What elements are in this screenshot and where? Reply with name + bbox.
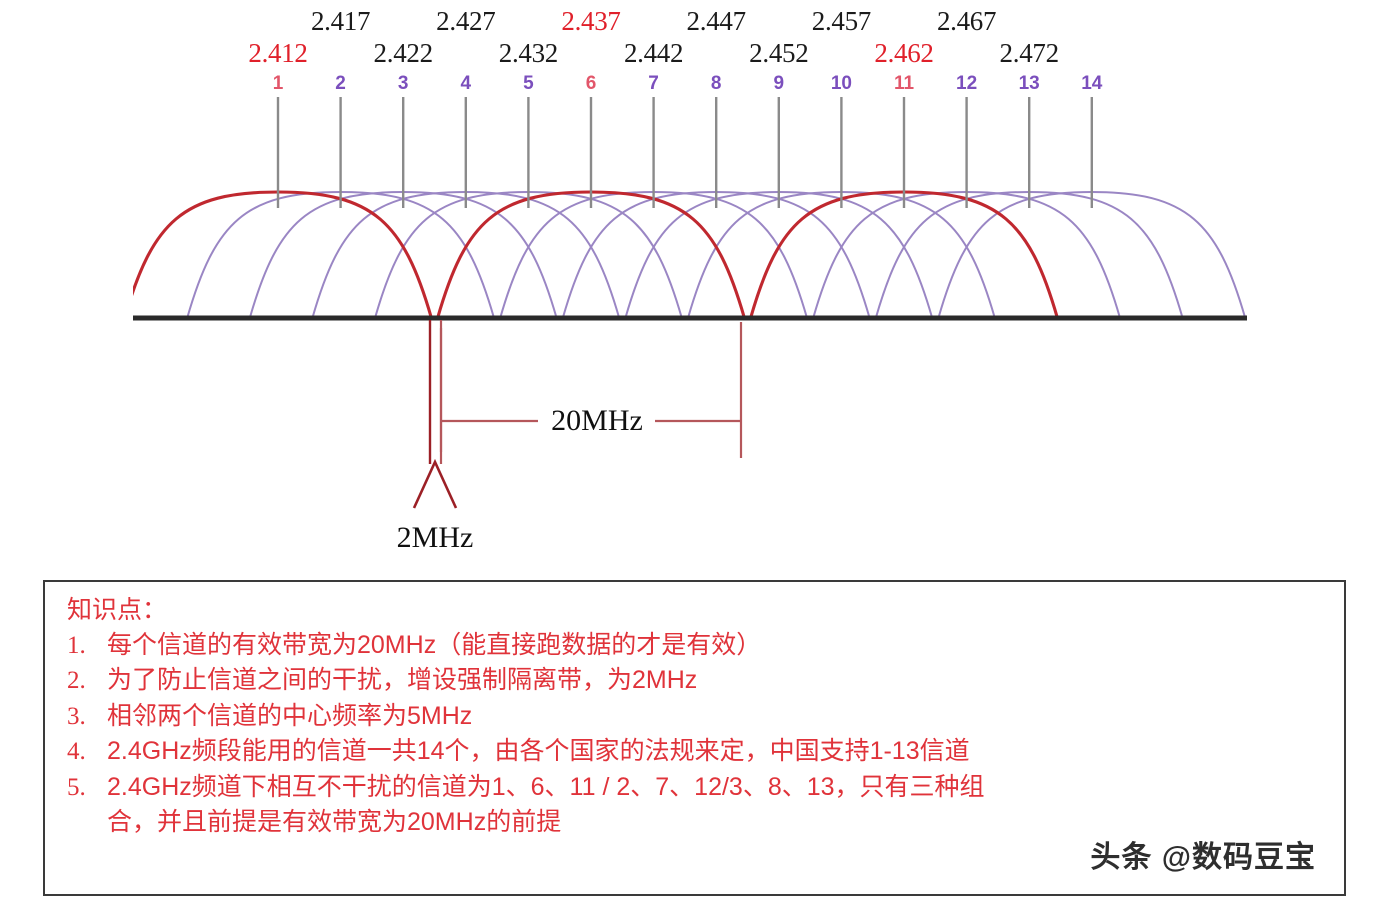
guard-band-label: 2MHz — [396, 521, 474, 554]
channel-number-7: 7 — [648, 73, 659, 94]
note-text: 每个信道的有效带宽为20MHz（能直接跑数据的才是有效） — [107, 628, 1334, 664]
note-number: 1. — [67, 631, 86, 659]
note-number: 3. — [67, 702, 86, 730]
channel-number-9: 9 — [773, 73, 785, 94]
note-text: 2.4GHz频道下相互不干扰的信道为1、6、11 / 2、7、12/3、8、13… — [107, 770, 1334, 841]
spectral-arc-ch6 — [436, 190, 746, 318]
channel-number-11: 11 — [893, 73, 915, 94]
spectral-arc-ch3 — [248, 190, 558, 318]
notes-list: 1. 每个信道的有效带宽为20MHz（能直接跑数据的才是有效） 2. 为了防止信道之间… — [67, 628, 1334, 841]
channel-number-2: 2 — [335, 73, 346, 94]
frequency-label-ch1: 2.412 — [248, 38, 308, 68]
channel-number-3: 3 — [397, 73, 409, 94]
note-text-line: 为了防止信道之间的干扰，增设强制隔离带，为2MHz — [107, 666, 698, 695]
note-number: 2. — [67, 667, 86, 695]
frequency-label-ch10: 2.457 — [811, 6, 872, 36]
note-item: 1. 每个信道的有效带宽为20MHz（能直接跑数据的才是有效） — [67, 628, 1334, 664]
channel-tick-marks — [276, 97, 1094, 208]
channel-number-8: 8 — [710, 73, 722, 94]
spectral-arc-ch10 — [687, 190, 996, 318]
frequency-label-ch2: 2.417 — [310, 6, 371, 36]
spectral-arc-ch11 — [749, 190, 1059, 318]
spectral-arc-ch8 — [561, 190, 871, 318]
frequency-label-ch11: 2.462 — [874, 38, 934, 68]
frequency-label-ch12: 2.467 — [936, 6, 997, 36]
channel-arcs-red — [133, 190, 1059, 318]
channel-number-13: 13 — [1018, 73, 1040, 94]
channel-number-4: 4 — [460, 73, 472, 94]
bandwidth-label: 20MHz — [551, 404, 643, 437]
guard-arrow-wedge — [412, 458, 458, 509]
channel-number-5: 5 — [523, 73, 534, 94]
notes-title: 知识点： — [67, 596, 168, 624]
frequency-label-ch7: 2.442 — [623, 38, 684, 68]
frequency-label-ch5: 2.432 — [498, 38, 559, 68]
note-item: 2. 为了防止信道之间的干扰，增设强制隔离带，为2MHz — [67, 663, 1334, 699]
note-item: 3. 相邻两个信道的中心频率为5MHz — [67, 699, 1334, 735]
note-text-line: 每个信道的有效带宽为20MHz（能直接跑数据的才是有效） — [107, 630, 762, 659]
note-text: 2.4GHz频段能用的信道一共14个，由各个国家的法规来定，中国支持1-13信道 — [107, 734, 1334, 770]
note-number: 4. — [67, 738, 86, 766]
channel-number-10: 10 — [830, 73, 852, 94]
note-text-line: 2.4GHz频段能用的信道一共14个，由各个国家的法规来定，中国支持1-13信道 — [107, 737, 970, 766]
note-text: 为了防止信道之间的干扰，增设强制隔离带，为2MHz — [107, 663, 1334, 699]
channel-number-1: 1 — [272, 73, 284, 94]
frequency-label-ch4: 2.427 — [436, 6, 496, 36]
frequency-label-ch6: 2.437 — [561, 6, 621, 36]
channel-number-6: 6 — [585, 73, 597, 94]
spectral-arc-ch7 — [499, 190, 808, 318]
channel-number-12: 12 — [956, 73, 978, 94]
spectral-arc-ch12 — [812, 190, 1121, 318]
spectral-arc-ch9 — [624, 190, 934, 318]
note-text-line: 相邻两个信道的中心频率为5MHz — [107, 701, 473, 730]
note-text-continuation: 合，并且前提是有效带宽为20MHz的前提 — [107, 808, 562, 837]
note-text: 相邻两个信道的中心频率为5MHz — [107, 699, 1334, 735]
spectral-arc-ch1 — [133, 190, 433, 318]
spectral-arc-ch4 — [311, 190, 621, 318]
channel-arcs-purple — [186, 190, 1247, 318]
note-item: 4. 2.4GHz频段能用的信道一共14个，由各个国家的法规来定，中国支持1-13… — [67, 734, 1334, 770]
spectral-arc-ch14 — [937, 190, 1247, 318]
frequency-label-ch9: 2.452 — [749, 38, 809, 68]
knowledge-points-box: 知识点： 1. 每个信道的有效带宽为20MHz（能直接跑数据的才是有效） 2. 为了防… — [43, 580, 1346, 896]
channel-number-14: 14 — [1081, 73, 1103, 94]
frequency-label-ch13: 2.472 — [999, 38, 1060, 68]
note-text-line: 2.4GHz频道下相互不干扰的信道为1、6、11 / 2、7、12/3、8、13… — [107, 772, 985, 801]
watermark-text: 头条 @数码豆宝 — [1090, 841, 1316, 874]
note-number: 5. — [67, 773, 86, 801]
note-item: 5. 2.4GHz频道下相互不干扰的信道为1、6、11 / 2、7、12/3、8、… — [67, 770, 1334, 841]
spectral-arc-ch13 — [874, 190, 1184, 318]
frequency-label-ch8: 2.447 — [686, 6, 747, 36]
spectral-arc-ch5 — [374, 190, 683, 318]
spectral-arc-ch2 — [186, 190, 495, 318]
frequency-label-ch3: 2.422 — [373, 38, 434, 68]
